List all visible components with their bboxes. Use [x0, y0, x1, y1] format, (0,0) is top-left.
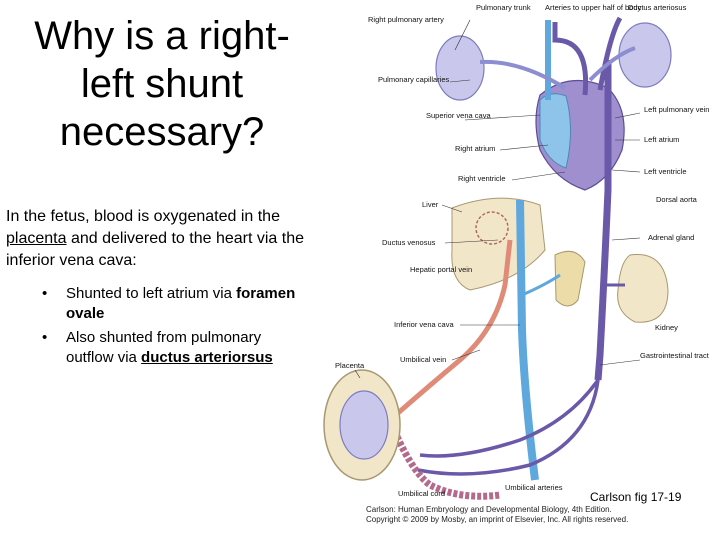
label-left-atrium: Left atrium — [644, 135, 679, 144]
label-right-atrium: Right atrium — [455, 144, 495, 153]
diagram-canvas: Right pulmonary artery Pulmonary trunk A… — [323, 3, 710, 500]
intro-text-end: and delivered to the heart via the infer… — [6, 230, 304, 269]
label-liver: Liver — [422, 200, 439, 209]
aortic-arch — [552, 22, 589, 96]
inferior-vena-cava-vessel — [516, 199, 539, 481]
foramen-ovale-term: foramen ovale — [66, 285, 296, 322]
figure-citation: Carlson fig 17-19 — [590, 490, 682, 504]
label-placenta: Placenta — [335, 361, 365, 370]
label-arteries-upper-body: Arteries to upper half of body — [545, 3, 642, 12]
label-ductus-venosus: Ductus venosus — [382, 238, 436, 247]
label-left-pulmonary-vein: Left pulmonary vein — [644, 105, 709, 114]
label-kidney: Kidney — [655, 323, 678, 332]
dorsal-aorta-vessel — [594, 60, 612, 381]
gi-tract-shape — [554, 250, 586, 307]
label-umbilical-arteries: Umbilical arteries — [505, 483, 563, 492]
intro-paragraph: In the fetus, blood is oxygenated in the… — [6, 206, 306, 272]
placenta-vessel-cluster — [339, 390, 389, 460]
title-line-2: left shunt — [80, 62, 244, 106]
label-pulmonary-capillaries: Pulmonary capillaries — [378, 75, 450, 84]
label-adrenal-gland: Adrenal gland — [648, 233, 694, 242]
right-pulmonary-artery-vessel — [479, 59, 567, 90]
label-ductus-arteriosus: Ductus arteriosus — [628, 3, 687, 12]
credit-line-2: Copyright © 2009 by Mosby, an imprint of… — [366, 514, 629, 524]
label-umbilical-vein: Umbilical vein — [400, 355, 446, 364]
left-lung — [618, 22, 672, 88]
right-heart-chamber — [539, 93, 571, 169]
slide-title: Why is a right- left shunt necessary? — [12, 12, 312, 156]
label-dorsal-aorta: Dorsal aorta — [656, 195, 698, 204]
label-leaders — [354, 19, 641, 379]
kidney-shape — [617, 253, 669, 323]
label-right-pulmonary-artery: Right pulmonary artery — [368, 15, 444, 24]
label-hepatic-portal-vein: Hepatic portal vein — [410, 265, 472, 274]
label-gastrointestinal-tract: Gastrointestinal tract — [640, 351, 710, 360]
bullet-list: • Shunted to left atrium via foramen ova… — [40, 284, 300, 372]
bullet-text: Shunted to left atrium via — [66, 285, 237, 302]
bullet-foramen-ovale: • Shunted to left atrium via foramen ova… — [40, 284, 300, 324]
umbilical-cord — [386, 418, 501, 500]
hepatic-portal-vein-vessel — [521, 273, 561, 297]
credit-line-1: Carlson: Human Embryology and Developmen… — [366, 505, 612, 514]
label-inferior-vena-cava: Inferior vena cava — [394, 320, 454, 329]
left-pulmonary-artery-vessel — [588, 46, 636, 82]
label-pulmonary-trunk: Pulmonary trunk — [476, 3, 531, 12]
liver-shape — [451, 197, 546, 291]
title-line-1: Why is a right- — [34, 14, 290, 58]
label-right-ventricle: Right ventricle — [458, 174, 506, 183]
right-lung — [435, 35, 485, 101]
liver-vessel-cluster — [475, 211, 509, 245]
label-umbilical-cord: Umbilical cord — [398, 489, 445, 498]
umbilical-vein-vessel — [388, 239, 513, 422]
umbilical-artery-vessel-2 — [417, 379, 600, 476]
placenta-term: placenta — [6, 230, 67, 247]
bullet-text: Also shunted from pulmonary outflow via — [66, 329, 262, 366]
label-left-ventricle: Left ventricle — [644, 167, 687, 176]
bullet-ductus-arteriosus: • Also shunted from pulmonary outflow vi… — [40, 328, 300, 368]
bullet-marker: • — [42, 285, 48, 302]
upper-body-artery — [597, 16, 623, 91]
label-superior-vena-cava: Superior vena cava — [426, 111, 491, 120]
title-line-3: necessary? — [59, 110, 265, 154]
figure-credit: Carlson: Human Embryology and Developmen… — [366, 505, 628, 524]
fetal-circulation-diagram: Right pulmonary artery Pulmonary trunk A… — [318, 0, 720, 540]
umbilical-artery-vessel — [419, 378, 600, 458]
bullet-marker: • — [42, 329, 48, 346]
intro-text-start: In the fetus, blood is oxygenated in the — [6, 208, 280, 225]
ductus-arteriosus-term: ductus arteriorsus — [141, 349, 273, 366]
